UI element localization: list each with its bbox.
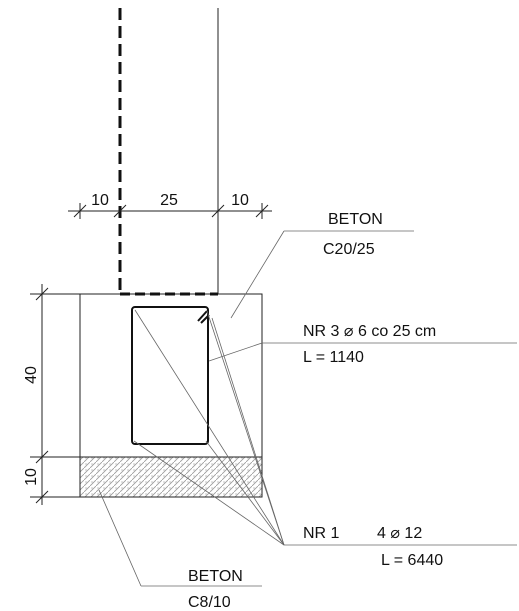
label-concrete-lower-1: BETON <box>188 568 243 585</box>
lean-concrete-layer <box>79 456 263 498</box>
dim-top-middle: 25 <box>160 192 178 209</box>
dim-top-left: 10 <box>91 192 109 209</box>
label-concrete-upper-2: C20/25 <box>323 241 375 258</box>
stirrup-hook <box>197 310 208 322</box>
leader-rebar-d <box>133 440 285 546</box>
dim-tick-top-2 <box>113 204 127 218</box>
dim-side-upper: 40 <box>23 366 40 384</box>
leader-stirrup <box>208 342 263 362</box>
label-stirrup-1: NR 3 ⌀ 6 co 25 cm <box>303 323 436 340</box>
label-rebar-1b: 4 ⌀ 12 <box>377 525 422 542</box>
stirrup-nr3 <box>131 306 209 445</box>
label-concrete-lower-2: C8/10 <box>188 594 231 611</box>
label-stirrup-2: L = 1140 <box>303 349 364 366</box>
leader-rebar-c <box>211 317 285 546</box>
leader-concrete-upper <box>230 230 285 319</box>
dim-tick-top-3 <box>211 204 225 218</box>
leader-rebar-e <box>205 440 285 546</box>
label-rebar-2: L = 6440 <box>381 552 443 569</box>
label-rebar-1a: NR 1 <box>303 525 340 542</box>
label-concrete-upper-1: BETON <box>328 211 383 228</box>
leader-rebar-b <box>206 310 285 546</box>
dim-side-lower: 10 <box>23 468 40 486</box>
stirrup-hook-2 <box>200 314 210 324</box>
foundation-footing <box>79 293 263 458</box>
dim-top-right: 10 <box>231 192 249 209</box>
leader-rebar-a <box>134 309 285 546</box>
leader-concrete-lower <box>98 489 142 587</box>
